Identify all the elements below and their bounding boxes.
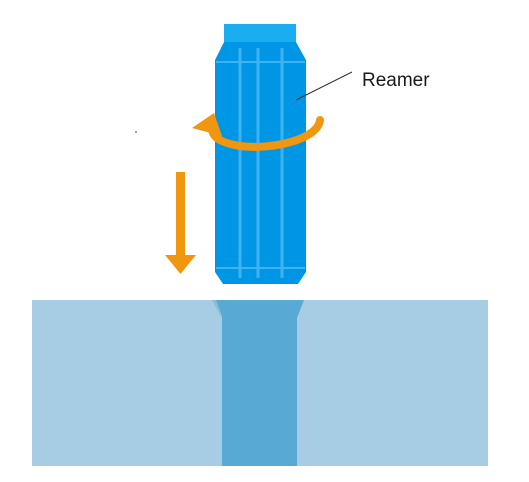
reamer-body (215, 42, 306, 284)
hole (212, 300, 304, 466)
down-arrow-icon (165, 172, 196, 274)
down-arrow-head (165, 255, 196, 274)
workpiece (32, 300, 488, 466)
reamer (215, 24, 306, 284)
rotation-arrow-curve (208, 116, 324, 151)
reamer-shank (224, 24, 296, 42)
reamer-label: Reamer (362, 70, 430, 91)
hole-chamfer-left (212, 300, 222, 318)
rotation-arrow-head (192, 113, 222, 136)
stray-dot (135, 131, 137, 133)
down-arrow-shaft (176, 172, 185, 258)
rotation-arrow-icon (192, 113, 324, 151)
reamer-leader-line (295, 71, 353, 101)
